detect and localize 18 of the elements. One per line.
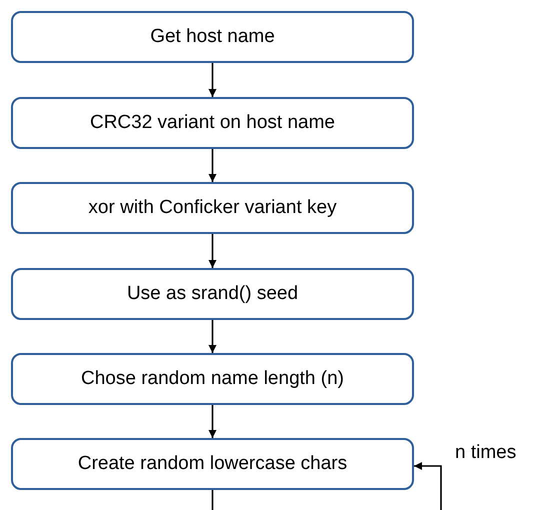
box-label: Use as srand() seed [126, 283, 298, 305]
arrow [208, 149, 216, 182]
process-box [11, 353, 414, 405]
process-box [11, 438, 414, 490]
arrow [414, 462, 442, 510]
box-label: CRC32 variant on host name [90, 112, 335, 134]
arrow [208, 234, 216, 268]
process-box [11, 182, 414, 234]
process-box [11, 11, 414, 63]
box-label: Chose random name length (n) [81, 368, 344, 390]
arrow [208, 63, 216, 97]
arrow [208, 405, 216, 438]
box-label: Get host name [150, 26, 275, 48]
arrow [208, 320, 216, 353]
process-box [11, 268, 414, 320]
box-label: xor with Conficker variant key [88, 197, 337, 219]
box-label: Create random lowercase chars [78, 453, 348, 475]
process-box [11, 97, 414, 149]
